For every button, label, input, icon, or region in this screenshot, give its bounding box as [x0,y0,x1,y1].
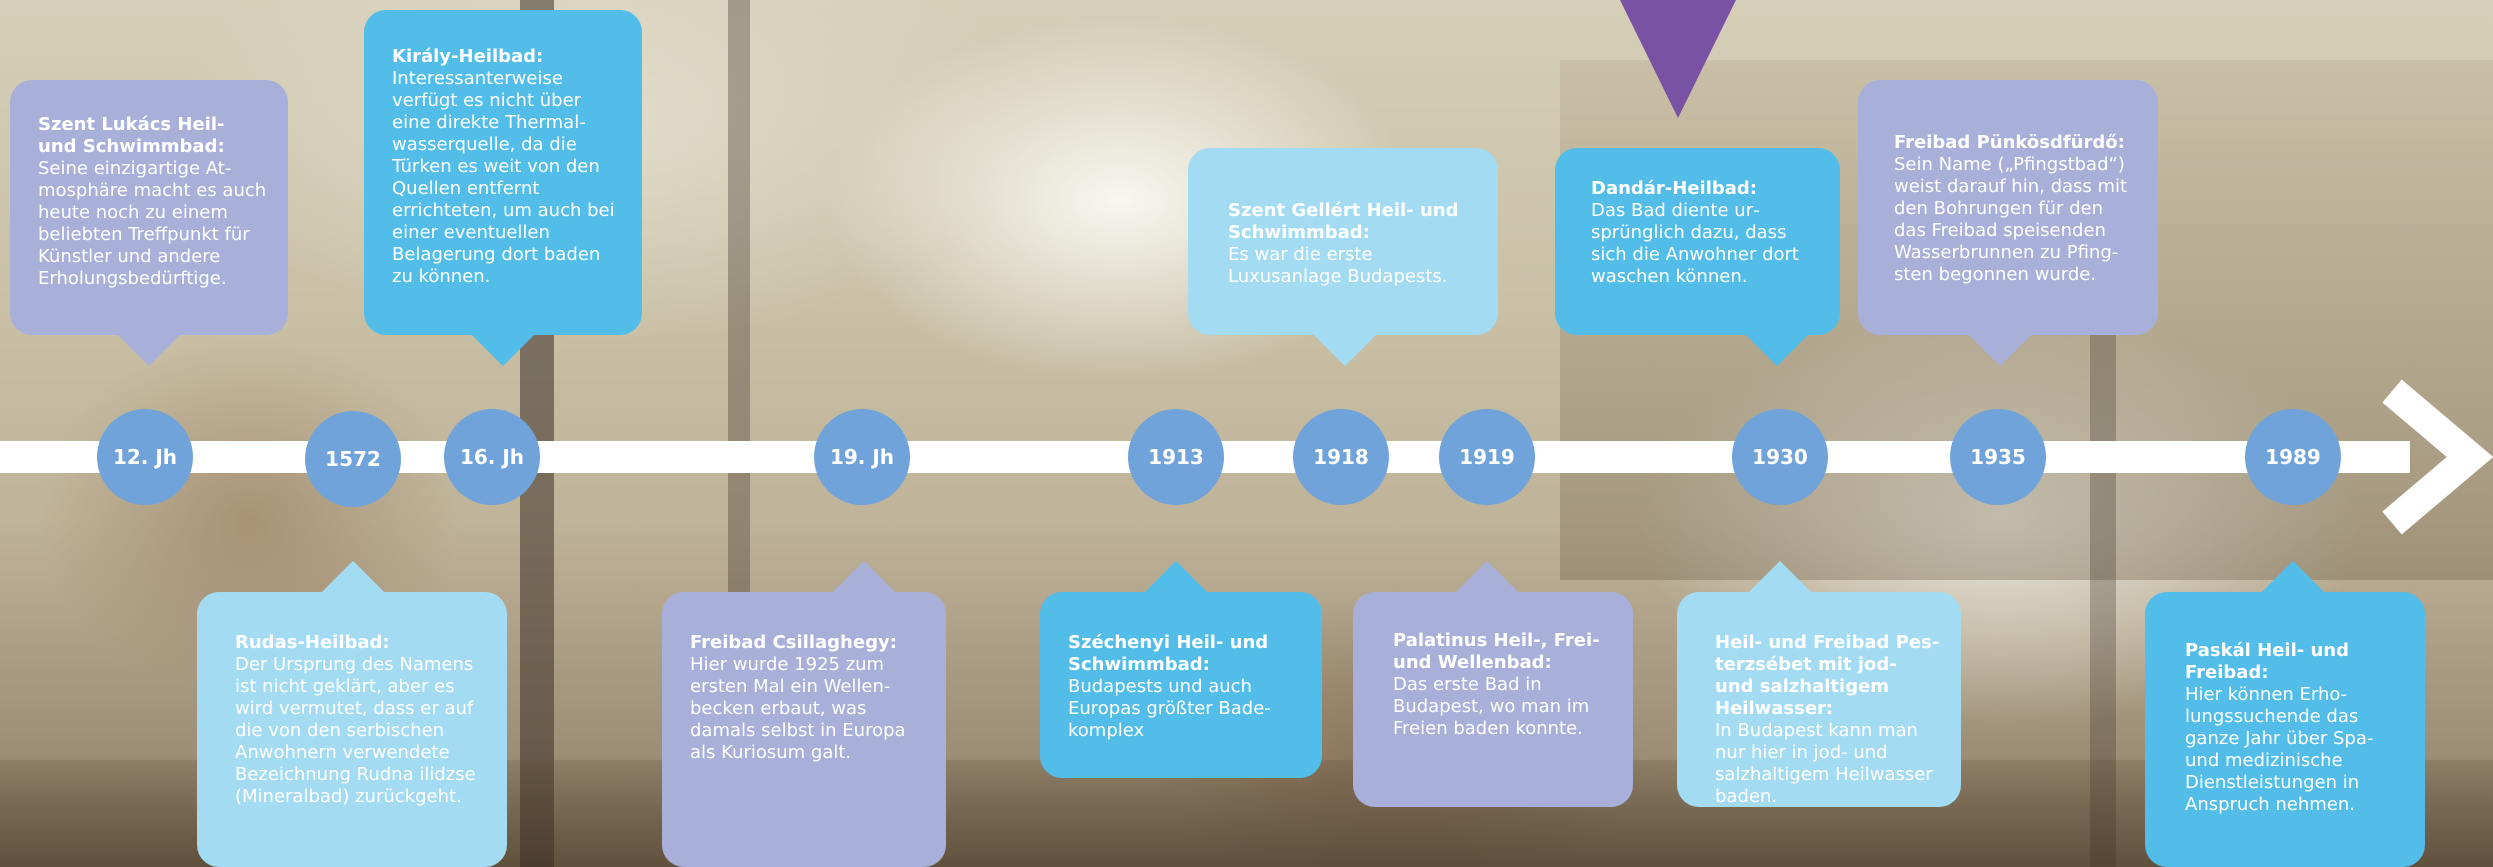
node-label: 1919 [1459,445,1515,469]
timeline-node-1919: 1919 [1439,409,1535,505]
node-label: 1918 [1313,445,1369,469]
card-title: Széchenyi Heil- und Schwimmbad: [1068,632,1269,675]
card-text: Hier können Erho­lungssuchende das ganze… [2185,684,2374,815]
timeline-node-1935: 1935 [1950,409,2046,505]
node-label: 1930 [1752,445,1808,469]
card-title: Heil- und Freibad Pes­terzsébet mit jod-… [1715,632,1940,719]
card-pesterzsebet: Heil- und Freibad Pes­terzsébet mit jod-… [1677,592,1961,807]
timeline-node-19-jh: 19. Jh [814,409,910,505]
timeline-node-12-jh: 12. Jh [97,409,193,505]
card-title: Paskál Heil- und Freibad: [2185,640,2349,683]
node-label: 12. Jh [112,445,178,469]
card-text: Seine einzigartige At­mosphäre macht es … [38,158,267,289]
card-punkosdfurdo: Freibad Pünkösdfürdő: Sein Name („Pfings… [1858,80,2158,335]
card-text: Hier wurde 1925 zum ersten Mal ein Welle… [690,654,906,763]
card-title: Dandár-Heilbad: [1591,178,1758,199]
card-text: Der Ursprung des Namens ist nicht geklär… [235,654,476,807]
card-rudas: Rudas-Heilbad: Der Ursprung des Namens i… [197,592,507,867]
card-szent-lukacs: Szent Lukács Heil- und Schwimmbad: Seine… [10,80,288,335]
card-palatinus: Palatinus Heil-, Frei- und Wellenbad: Da… [1353,592,1633,807]
card-title: Szent Gellért Heil- und Schwimmbad: [1228,200,1459,243]
card-title: Király-Heilbad: [392,46,544,67]
card-text: Das Bad diente ur­sprünglich dazu, dass … [1591,200,1799,287]
node-label: 1913 [1148,445,1204,469]
node-label: 19. Jh [829,445,895,469]
arrow-right-icon [2382,379,2493,535]
card-title: Freibad Csillaghegy: [690,632,897,653]
card-paskal: Paskál Heil- und Freibad: Hier können Er… [2145,592,2425,867]
card-title: Freibad Pünkösdfürdő: [1894,132,2125,153]
card-text: Interessanterweise verfügt es nicht über… [392,68,615,287]
card-text: Es war die erste Luxusanlage Budapests. [1228,244,1448,287]
timeline-node-1913: 1913 [1128,409,1224,505]
card-text: Das erste Bad in Budapest, wo man im Fre… [1393,674,1590,739]
node-label: 1572 [325,447,381,471]
card-text: Budapests und auch Europas größter Bade­… [1068,676,1271,741]
card-csillaghegy: Freibad Csillaghegy: Hier wurde 1925 zum… [662,592,946,867]
timeline-node-16-jh: 16. Jh [444,409,540,505]
card-kiraly: Király-Heilbad: Interessanterweise verfü… [364,10,642,335]
timeline-node-1572: 1572 [305,411,401,507]
timeline-node-1930: 1930 [1732,409,1828,505]
node-label: 1935 [1970,445,2026,469]
card-title: Rudas-Heilbad: [235,632,390,653]
card-szechenyi: Széchenyi Heil- und Schwimmbad: Budapest… [1040,592,1322,778]
node-label: 1989 [2265,445,2321,469]
card-title: Szent Lukács Heil- und Schwimmbad: [38,114,225,157]
card-title: Palatinus Heil-, Frei- und Wellenbad: [1393,630,1600,673]
card-szent-gellert: Szent Gellért Heil- und Schwimmbad: Es w… [1188,148,1498,335]
timeline-node-1918: 1918 [1293,409,1389,505]
card-text: Sein Name („Pfingstbad“) weist darauf hi… [1894,154,2128,285]
timeline-node-1989: 1989 [2245,409,2341,505]
card-text: In Budapest kann man nur hier in jod- un… [1715,720,1933,807]
card-dandar: Dandár-Heilbad: Das Bad diente ur­sprüng… [1555,148,1840,335]
node-label: 16. Jh [459,445,525,469]
